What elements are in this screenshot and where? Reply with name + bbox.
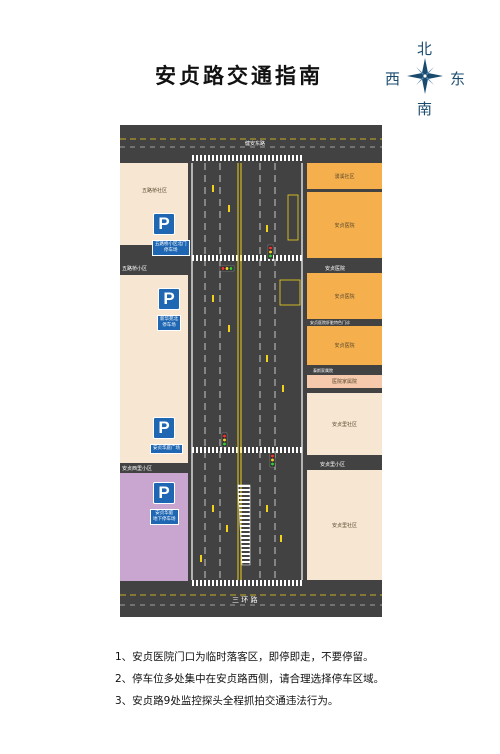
west-block-1-label: 五路桥社区 — [142, 188, 168, 194]
east-block-3-label: 安贞医院 — [334, 293, 355, 300]
road-label-east-4: 安贞里小区 — [320, 462, 346, 468]
east-block-6-label: 安贞里社区 — [331, 421, 357, 428]
parking-caption: 新华苑北停车场 — [157, 315, 181, 331]
east-block-6: 安贞里社区 — [307, 393, 382, 455]
notes-list: 1、安贞医院门口为临时落客区，即停即走，不要停留。 2、停车位多处集中在安贞路西… — [115, 646, 384, 712]
east-block-4-label: 安贞医院 — [334, 343, 355, 349]
note-item: 1、安贞医院门口为临时落客区，即停即走，不要停留。 — [115, 651, 374, 663]
road-map: 五路桥社区 湧溪社区 安贞医院 安贞医院 安贞医院 医院家属院 安贞里社区 安贞… — [120, 125, 382, 617]
east-block-2: 安贞医院 — [307, 192, 382, 258]
parking-icon: P — [158, 288, 180, 310]
road-markings — [120, 138, 382, 606]
compass-west-label: 西 — [385, 70, 401, 88]
road-label-west-1: 五路桥小区 — [122, 266, 148, 272]
east-block-5-label: 医院家属院 — [331, 379, 357, 385]
road-label-top: 健安东路 — [245, 141, 266, 147]
east-block-5: 医院家属院 — [307, 375, 382, 388]
east-block-1-label: 湧溪社区 — [334, 173, 355, 180]
east-block-1: 湧溪社区 — [307, 163, 382, 189]
road-label-east-1: 安贞医院 — [325, 266, 346, 272]
compass-rose-icon — [407, 58, 443, 94]
east-block-7: 安贞里社区 — [307, 470, 382, 580]
road-label-east-2: 安贞医院肝脏特色门诊 — [310, 320, 350, 325]
compass-north-label: 北 — [417, 40, 433, 58]
parking-icon: P — [153, 482, 175, 504]
east-block-3: 安贞医院 — [307, 273, 382, 319]
parking-caption: 安贞华庭地下停车场 — [150, 509, 179, 525]
parking-icon: P — [153, 417, 175, 439]
east-block-7-label: 安贞里社区 — [331, 522, 357, 529]
parking-icon: P — [153, 213, 175, 235]
road-label-east-3: 泰斯家属院 — [313, 368, 333, 373]
road-label-west-2: 安贞西里小区 — [122, 466, 153, 472]
compass: 北 西 东 南 — [380, 38, 480, 122]
parking-caption: 五路桥小区北门停车场 — [152, 240, 190, 256]
east-block-4: 安贞医院 — [307, 326, 382, 365]
east-block-2-label: 安贞医院 — [334, 222, 355, 229]
parking-caption: 安贞华庭广场 — [150, 444, 183, 454]
road-label-bottom: 三 环 路 — [232, 596, 258, 604]
note-item: 2、停车位多处集中在安贞路西侧，请合理选择停车区域。 — [115, 673, 385, 685]
note-item: 3、安贞路9处监控探头全程抓拍交通违法行为。 — [115, 695, 339, 707]
compass-east-label: 东 — [450, 70, 466, 88]
page-title: 安贞路交通指南 — [155, 64, 323, 88]
compass-south-label: 南 — [417, 100, 433, 118]
